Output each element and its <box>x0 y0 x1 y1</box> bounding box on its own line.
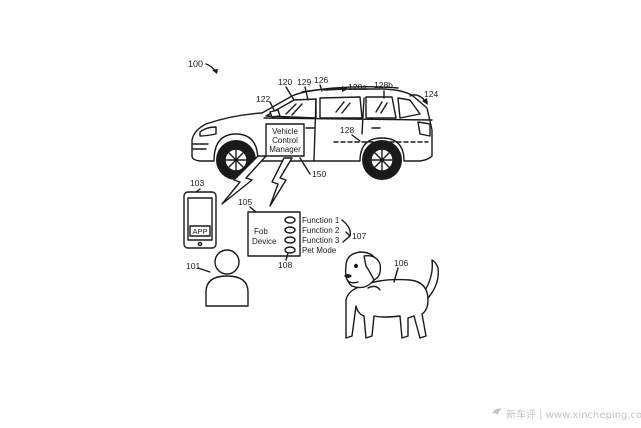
dog-eye <box>354 263 358 269</box>
leader-150 <box>299 157 311 175</box>
pet-mode-label: Pet Mode <box>302 246 337 255</box>
dog-tail <box>423 259 439 299</box>
watermark-text: 新车评 | www.xincheping.com <box>506 408 641 421</box>
dog-collar <box>367 285 381 291</box>
leader-101 <box>197 267 211 273</box>
headlight <box>199 126 217 137</box>
dog-mouth <box>347 280 359 284</box>
leader-128 <box>351 134 361 142</box>
function-1-label: Function 1 <box>302 216 340 225</box>
ref-label-user: 101 <box>186 261 200 271</box>
phone-app-label: APP <box>192 227 207 236</box>
ref-label-mirror: 122 <box>256 94 270 104</box>
ref-label-tailgate: 124 <box>424 89 438 99</box>
ref-label-pet-button: 108 <box>278 260 292 270</box>
window-glare <box>285 101 388 116</box>
wireless-link-phone <box>221 155 267 205</box>
wireless-link-fob <box>269 157 293 207</box>
function-2-label: Function 2 <box>302 226 340 235</box>
grille <box>192 143 209 150</box>
leader-129 <box>304 86 309 101</box>
ref-label-windshield: 129 <box>297 77 311 87</box>
door-lines <box>263 97 433 161</box>
fob-button-function-2 <box>284 226 296 234</box>
dog <box>344 251 439 339</box>
window-middle-b <box>365 96 397 119</box>
dog-ear <box>363 254 382 281</box>
vehicle-roof-rail <box>301 85 399 93</box>
sunroof-arrow <box>323 88 345 91</box>
front-wheel-spokes <box>225 149 247 171</box>
manager-line-1: Vehicle <box>272 127 298 136</box>
user-head <box>214 249 240 275</box>
leader-108 <box>285 252 289 261</box>
functions-bracket <box>341 219 352 243</box>
leader-122 <box>269 101 275 111</box>
ref-label-fob: 105 <box>238 197 252 207</box>
user-figure <box>205 249 249 307</box>
manager-line-3: Manager <box>269 145 301 154</box>
fob-button-function-1 <box>284 216 296 224</box>
ref-label-dog: 106 <box>394 258 408 268</box>
rear-wheel-spokes <box>371 149 393 171</box>
ref-label-phone: 103 <box>190 178 204 188</box>
leader-105 <box>249 206 257 213</box>
ref-label-window-a: 128a <box>348 82 367 92</box>
leader-106 <box>393 267 399 283</box>
leader-126 <box>319 84 323 92</box>
leader-120 <box>285 86 295 101</box>
fob-button-pet-mode <box>284 246 296 254</box>
tail-light <box>417 121 431 137</box>
ref-label-door-window: 120 <box>278 77 292 87</box>
ref-arrowhead-system <box>212 69 218 74</box>
dog-body <box>345 278 429 339</box>
function-3-label: Function 3 <box>302 236 340 245</box>
side-mirror <box>269 109 281 118</box>
fob-button-function-3 <box>284 236 296 244</box>
window-rear <box>397 97 421 119</box>
vehicle-control-manager-box <box>265 123 305 157</box>
ref-label-functions: 107 <box>352 231 366 241</box>
user-body <box>205 275 249 307</box>
ref-label-window-b: 128b <box>374 80 393 90</box>
watermark-logo-icon <box>492 408 502 415</box>
fob-label-line-1: Fob <box>254 227 268 236</box>
vehicle <box>191 85 433 180</box>
window-middle-a <box>319 96 363 119</box>
sunroof-arrowhead <box>342 86 348 92</box>
app-icon-box <box>189 225 211 237</box>
ref-label-system: 100 <box>188 59 203 69</box>
ref-label-manager: 150 <box>312 169 326 179</box>
dog-nose <box>344 274 352 278</box>
manager-line-2: Control <box>272 136 298 145</box>
tailgate-arrowhead <box>422 98 428 105</box>
ref-label-sunroof: 126 <box>314 75 328 85</box>
fob-label-line-2: Device <box>252 237 277 246</box>
phone-home-button <box>197 241 203 247</box>
ref-label-cabin: 128 <box>340 125 354 135</box>
